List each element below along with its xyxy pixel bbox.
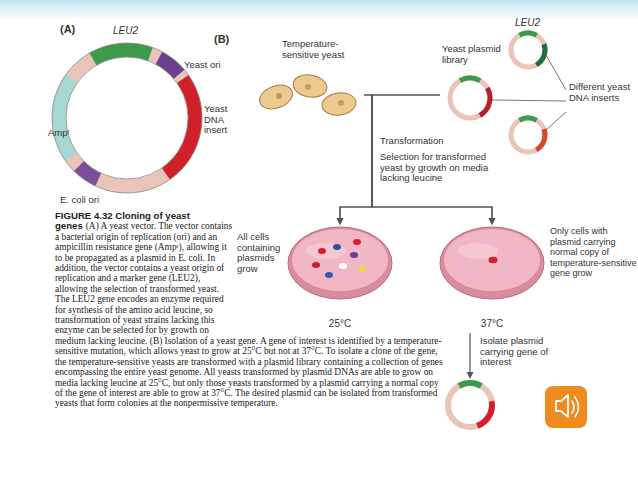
text-label: Yeast ori [184,60,244,71]
text-label: LEU2 [515,18,555,29]
text-label: All cells containing plasmids grow [237,232,287,274]
speaker-symbol [556,395,568,417]
temperature-label: 37°C [438,318,546,329]
plate-rim [288,227,392,299]
leu2-segment [505,112,551,158]
plate-shape [286,225,394,303]
insert-segment [445,380,496,431]
text-label: E. coli ori [60,195,130,206]
yeast-cell [256,81,295,113]
insert-segment [32,23,221,212]
leu2-segment [505,27,551,73]
colony [312,262,320,268]
wrap-spacer [235,211,447,331]
insert-segment [506,28,550,72]
arrow-head [489,218,496,225]
agar-surface [292,229,388,291]
leader-line [492,100,566,101]
text-label: Isolate plasmid carrying gene of interes… [480,336,560,368]
node-label: Yeast plasmid library [442,43,514,65]
text-label: Only cells with plasmid carrying normal … [550,226,637,279]
audio-icon [545,386,587,428]
yeast-nucleus [276,93,282,99]
arrow-line [469,333,470,372]
leader-line [546,55,566,90]
colony [325,272,333,278]
ampr-segment [32,23,221,212]
yeast-cell [291,72,328,100]
sound-waves [572,397,579,417]
insert-segment [443,71,498,126]
colony [318,248,326,254]
slide-band [0,0,638,20]
agar-surface [444,229,540,291]
plate-highlight [306,243,346,259]
text-label: Selection for transformed yeast by growt… [380,152,490,184]
arrow-head [337,218,344,225]
yeast-nucleus [305,84,311,90]
agar-plate: 37°C [438,225,546,329]
connector [372,95,496,225]
text-label: (B) [214,34,244,45]
text-label: (A) [60,24,90,35]
colony [333,244,341,250]
arrow-head [489,218,496,225]
caption-text: (A) A yeast vector. The vector contains … [55,221,443,408]
colony [353,239,361,245]
connector [364,95,496,225]
plasmid-outline [66,57,188,179]
text-label: Ampʳ [48,128,78,139]
slide-line [0,5,638,7]
text-label: LEU2 [113,26,153,37]
node-label: Temperature-sensitive yeast [282,38,362,60]
plate-shape [438,225,546,303]
plate-rim [440,227,544,299]
insert-segment [506,113,550,157]
connector-line [364,95,492,219]
plate-highlight [458,243,498,259]
plasmid-library: Yeast plasmid library [440,25,560,157]
arrow-head [467,372,474,379]
yeast-nucleus [338,100,344,106]
yeast-cell [321,91,358,118]
figure-caption: FIGURE 4.32 Cloning of yeast genes(A) A … [55,211,447,409]
plasmid-outline [52,43,202,193]
arrow-head [337,218,344,225]
text-label: Different yeast DNA inserts [569,82,635,103]
text-label: Transformation [380,136,470,147]
leu2-segment [443,71,498,126]
connector-line [372,95,492,219]
yeast-cells: Temperature-sensitive yeast [252,38,364,120]
colony [339,263,347,269]
colony [358,266,366,272]
text-label: Yeast DNA insert [204,104,238,136]
leader-line [546,112,566,130]
leu2-segment [440,375,500,435]
connector-line [340,95,372,219]
colony [489,257,498,263]
agar-plate: 25°C [286,225,394,329]
colony [350,252,358,258]
connector [337,95,373,225]
temperature-label: 25°C [286,318,394,329]
